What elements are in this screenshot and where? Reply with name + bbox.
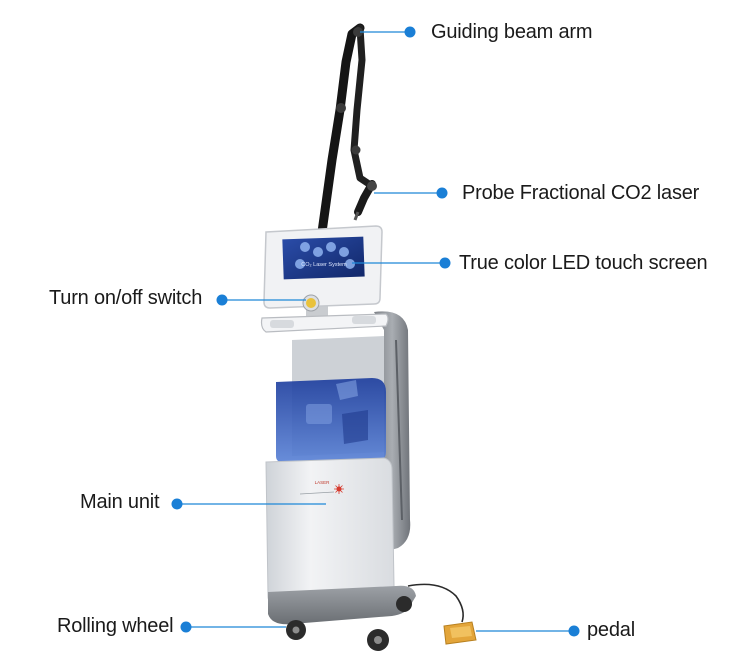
foot-pedal bbox=[443, 621, 477, 645]
laser-device: CO₂ Laser System LASER bbox=[260, 23, 477, 651]
panel-caption: LASER bbox=[315, 480, 331, 485]
base bbox=[268, 585, 416, 625]
callout-dot bbox=[171, 498, 183, 510]
callout-dot bbox=[436, 187, 448, 199]
callout-guiding-beam-arm bbox=[360, 26, 416, 38]
label-power-switch: Turn on/off switch bbox=[49, 287, 203, 309]
rolling-wheels bbox=[286, 596, 412, 651]
label-pedal: pedal bbox=[587, 619, 635, 641]
pedal-cable bbox=[407, 583, 464, 623]
control-shelf bbox=[260, 313, 389, 333]
led-touch-screen: CO₂ Laser System bbox=[263, 225, 383, 309]
label-main-unit: Main unit bbox=[80, 491, 160, 513]
label-rolling-wheel: Rolling wheel bbox=[57, 615, 174, 637]
label-guiding-beam-arm: Guiding beam arm bbox=[431, 21, 593, 43]
screen-caption: CO₂ Laser System bbox=[301, 262, 347, 268]
callout-rolling-wheel bbox=[180, 621, 286, 633]
callout-dot bbox=[404, 26, 416, 38]
callout-power-switch bbox=[216, 294, 306, 306]
callout-dot bbox=[568, 625, 580, 637]
callout-dot bbox=[216, 294, 228, 306]
guiding-beam-arm bbox=[317, 23, 376, 237]
label-led-touch-screen: True color LED touch screen bbox=[459, 252, 708, 274]
callout-dot bbox=[439, 257, 451, 269]
main-cabinet: LASER bbox=[265, 457, 395, 605]
power-switch bbox=[302, 294, 320, 312]
probe-handpiece bbox=[353, 180, 377, 221]
callout-dot bbox=[180, 621, 192, 633]
callout-touch-screen bbox=[352, 257, 451, 269]
callout-main-unit bbox=[171, 498, 326, 510]
laser-burst-icon bbox=[334, 484, 344, 494]
callout-probe bbox=[374, 187, 448, 199]
callout-pedal bbox=[476, 625, 580, 637]
rolling-wheel bbox=[396, 596, 412, 612]
storage-compartment bbox=[276, 336, 386, 462]
label-probe-fractional-co2-laser: Probe Fractional CO2 laser bbox=[462, 182, 700, 204]
